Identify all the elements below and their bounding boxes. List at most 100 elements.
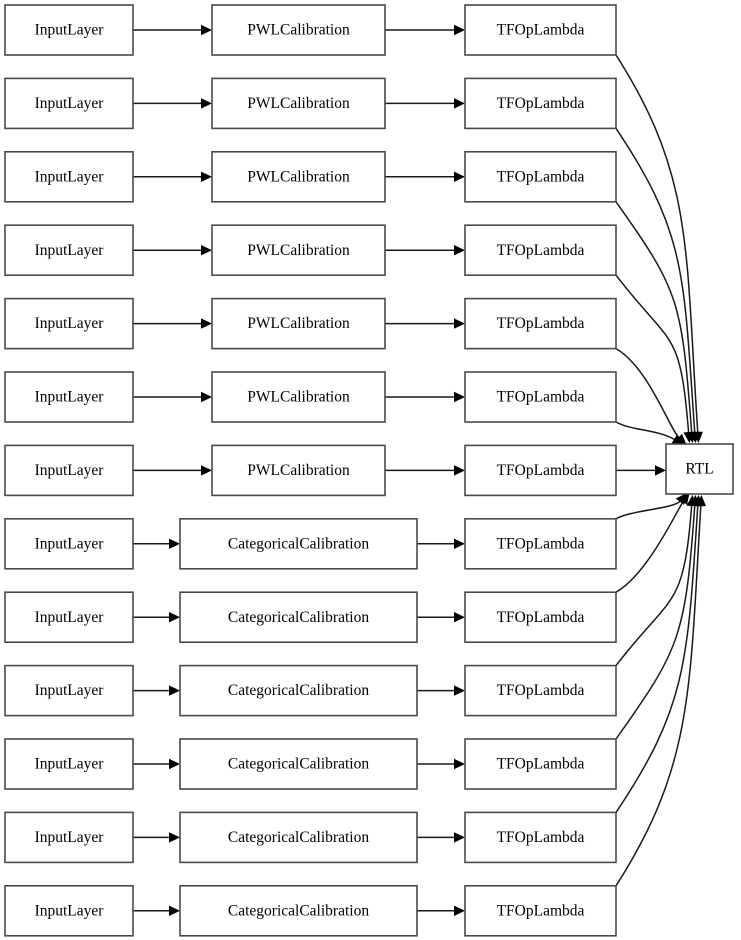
edge-input-to-calibration-3 <box>133 245 212 256</box>
node-calibration-4[interactable]: PWLCalibration <box>211 297 386 350</box>
node-lambda-12-label: TFOpLambda <box>497 902 585 919</box>
node-input-layer-4[interactable]: InputLayer <box>4 297 134 350</box>
node-calibration-3[interactable]: PWLCalibration <box>211 224 386 276</box>
node-calibration-11-rect <box>179 811 418 864</box>
node-lambda-12-rect <box>464 884 617 937</box>
node-calibration-7-label: CategoricalCalibration <box>228 535 369 552</box>
node-lambda-4[interactable]: TFOpLambda <box>464 297 617 350</box>
node-calibration-5[interactable]: PWLCalibration <box>211 371 386 423</box>
node-input-layer-5[interactable]: InputLayer <box>4 371 134 423</box>
node-lambda-6[interactable]: TFOpLambda <box>464 444 617 497</box>
edge-lambda-to-rtl-8 <box>615 493 690 593</box>
node-input-layer-0-rect <box>4 4 134 56</box>
edge-input-to-calibration-1-arrowhead <box>201 98 212 109</box>
edge-lambda-to-rtl-3 <box>615 274 694 443</box>
node-lambda-8[interactable]: TFOpLambda <box>464 591 617 644</box>
edge-lambda-to-rtl-8-arrowhead <box>678 493 690 505</box>
edge-lambda-to-rtl-1-path <box>615 127 696 434</box>
edge-calibration-to-lambda-1 <box>385 98 465 109</box>
edge-lambda-to-rtl-4 <box>615 347 687 445</box>
node-calibration-9[interactable]: CategoricalCalibration <box>179 664 418 717</box>
node-calibration-6[interactable]: PWLCalibration <box>211 444 386 497</box>
node-calibration-7-rect <box>179 517 418 570</box>
node-input-layer-9[interactable]: InputLayer <box>4 664 134 717</box>
edge-lambda-to-rtl-3-arrowhead <box>683 431 694 443</box>
node-lambda-10[interactable]: TFOpLambda <box>464 738 617 790</box>
node-lambda-7[interactable]: TFOpLambda <box>464 517 617 570</box>
node-lambda-5-label: TFOpLambda <box>497 389 585 406</box>
edge-lambda-to-rtl-0-path <box>615 54 699 434</box>
node-lambda-12[interactable]: TFOpLambda <box>464 884 617 937</box>
node-calibration-7[interactable]: CategoricalCalibration <box>179 517 418 570</box>
edge-calibration-to-lambda-4 <box>385 318 465 329</box>
node-input-layer-12[interactable]: InputLayer <box>4 884 134 937</box>
node-calibration-8[interactable]: CategoricalCalibration <box>179 591 418 644</box>
node-lambda-5-rect <box>464 371 617 423</box>
node-calibration-10-rect <box>179 738 418 790</box>
node-input-layer-3[interactable]: InputLayer <box>4 224 134 276</box>
node-input-layer-11[interactable]: InputLayer <box>4 811 134 864</box>
node-lambda-4-label: TFOpLambda <box>497 315 585 332</box>
edge-input-to-calibration-12-arrowhead <box>169 905 180 916</box>
node-rtl-output[interactable]: RTL <box>665 443 734 495</box>
edge-calibration-to-lambda-6 <box>385 465 465 476</box>
edge-lambda-to-rtl-7-path <box>615 500 682 520</box>
node-calibration-1[interactable]: PWLCalibration <box>211 77 386 130</box>
node-calibration-3-label: PWLCalibration <box>247 242 350 259</box>
node-input-layer-1-rect <box>4 77 134 130</box>
node-input-layer-5-label: InputLayer <box>35 389 105 406</box>
node-lambda-2[interactable]: TFOpLambda <box>464 151 617 203</box>
node-lambda-0[interactable]: TFOpLambda <box>464 4 617 56</box>
node-input-layer-8[interactable]: InputLayer <box>4 591 134 644</box>
node-input-layer-12-rect <box>4 884 134 937</box>
node-calibration-2[interactable]: PWLCalibration <box>211 151 386 203</box>
edge-calibration-to-lambda-7-arrowhead <box>454 538 465 549</box>
edge-calibration-to-lambda-1-arrowhead <box>454 98 465 109</box>
edge-input-to-calibration-6 <box>133 465 212 476</box>
edge-input-to-calibration-0-arrowhead <box>201 24 212 36</box>
edge-input-to-calibration-8-arrowhead <box>169 612 180 623</box>
node-lambda-3[interactable]: TFOpLambda <box>464 224 617 276</box>
edge-input-to-calibration-2-arrowhead <box>201 171 212 182</box>
edge-lambda-to-rtl-4-path <box>615 347 681 440</box>
node-input-layer-7[interactable]: InputLayer <box>4 517 134 570</box>
node-lambda-0-label: TFOpLambda <box>497 22 585 39</box>
edge-input-to-calibration-10 <box>133 758 180 770</box>
node-calibration-0[interactable]: PWLCalibration <box>211 4 386 56</box>
node-input-layer-7-label: InputLayer <box>35 535 105 552</box>
node-input-layer-4-rect <box>4 297 134 350</box>
node-lambda-11[interactable]: TFOpLambda <box>464 811 617 864</box>
node-calibration-10[interactable]: CategoricalCalibration <box>179 738 418 790</box>
node-input-layer-8-label: InputLayer <box>35 609 105 626</box>
edge-input-to-calibration-5 <box>133 391 212 403</box>
node-lambda-10-rect <box>464 738 617 790</box>
node-lambda-7-rect <box>464 517 617 570</box>
edge-lambda-to-rtl-6 <box>616 465 666 476</box>
node-calibration-12[interactable]: CategoricalCalibration <box>179 884 418 937</box>
edge-calibration-to-lambda-9-arrowhead <box>454 685 465 696</box>
node-lambda-10-label: TFOpLambda <box>497 756 585 773</box>
node-input-layer-1[interactable]: InputLayer <box>4 77 134 130</box>
node-input-layer-4-label: InputLayer <box>35 315 105 332</box>
node-lambda-6-rect <box>464 444 617 497</box>
node-lambda-1[interactable]: TFOpLambda <box>464 77 617 130</box>
node-input-layer-3-rect <box>4 224 134 276</box>
edge-calibration-to-lambda-12 <box>417 905 465 916</box>
node-input-layer-2[interactable]: InputLayer <box>4 151 134 203</box>
node-input-layer-9-label: InputLayer <box>35 682 105 699</box>
node-calibration-2-label: PWLCalibration <box>247 168 350 185</box>
node-calibration-4-label: PWLCalibration <box>247 315 350 332</box>
edge-input-to-calibration-6-arrowhead <box>201 465 212 476</box>
node-input-layer-0[interactable]: InputLayer <box>4 4 134 56</box>
node-calibration-11[interactable]: CategoricalCalibration <box>179 811 418 864</box>
node-input-layer-5-rect <box>4 371 134 423</box>
node-input-layer-6[interactable]: InputLayer <box>4 444 134 497</box>
node-lambda-8-rect <box>464 591 617 644</box>
edge-calibration-to-lambda-8-arrowhead <box>454 612 465 623</box>
node-lambda-5[interactable]: TFOpLambda <box>464 371 617 423</box>
node-input-layer-10[interactable]: InputLayer <box>4 738 134 790</box>
node-lambda-8-label: TFOpLambda <box>497 609 585 626</box>
node-lambda-9[interactable]: TFOpLambda <box>464 664 617 717</box>
node-calibration-0-rect <box>211 4 386 56</box>
